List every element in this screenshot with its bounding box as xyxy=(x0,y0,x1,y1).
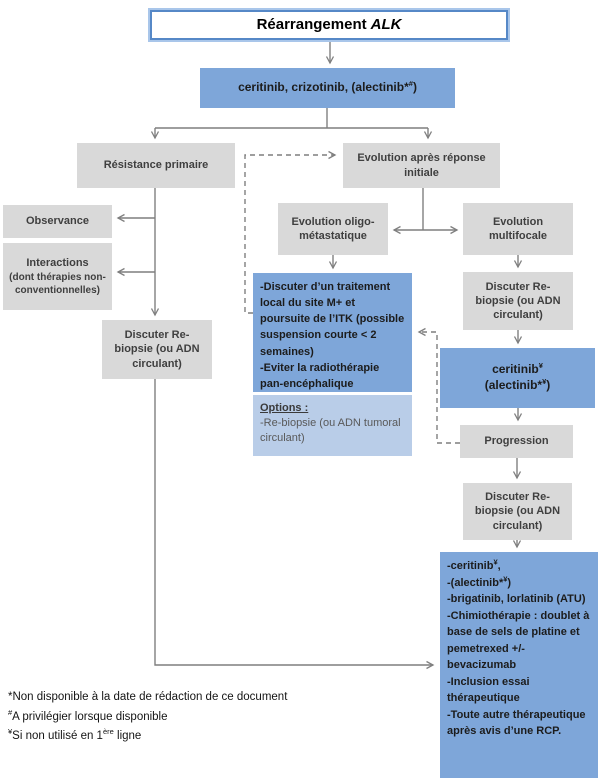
final-l2-post: ) xyxy=(507,576,512,589)
box-local-treatment: -Discuter d’un traitement local du site … xyxy=(253,273,412,392)
title-text: Réarrangement xyxy=(256,16,367,34)
local-treatment-line-1: -Discuter d’un traitement local du site … xyxy=(260,281,405,358)
local-treatment-line-2: -Eviter la radiothérapie pan-encéphaliqu… xyxy=(260,361,380,390)
first-line-sup: # xyxy=(408,79,413,89)
primary-resistance-label: Résistance primaire xyxy=(103,159,209,172)
observance-label: Observance xyxy=(26,215,89,228)
title-gene-alk: ALK xyxy=(370,16,402,34)
ceritinib-l1: ceritinib xyxy=(492,362,539,377)
final-line-brigatinib: -brigatinib, lorlatinib (ATU) xyxy=(447,593,586,605)
options-title: Options : xyxy=(260,402,309,414)
box-first-line-treatment: ceritinib, crizotinib, (alectinib*#) xyxy=(200,68,455,108)
final-line-rcp: -Toute autre thérapeutique après avis d’… xyxy=(447,708,586,738)
box-final-treatment-options: -ceritinib¥, -(alectinib*¥) -brigatinib,… xyxy=(440,552,598,778)
box-evolution-after-response: Evolution après réponse initiale xyxy=(343,143,500,188)
footnote-3-sup2: ère xyxy=(102,727,114,737)
interactions-detail: (dont thérapies non-conventionnelles) xyxy=(9,271,106,296)
footnote-2-text: A privilégier lorsque disponible xyxy=(12,710,168,723)
ceritinib-l1-sup: ¥ xyxy=(538,361,543,371)
box-rebiopsy-right-2: Discuter Re-biopsie (ou ADN circulant) xyxy=(463,483,572,540)
progression-label: Progression xyxy=(484,435,549,448)
rebiopsy-left-label: Discuter Re-biopsie (ou ADN circulant) xyxy=(114,329,200,370)
box-options: Options : -Re-biopsie (ou ADN tumoral ci… xyxy=(253,395,412,456)
final-l2-pre: -(alectinib* xyxy=(447,576,504,589)
footnotes: *Non disponible à la date de rédaction d… xyxy=(8,688,368,747)
ceritinib-line-1: ceritinib¥ xyxy=(492,362,543,378)
footnote-3: ¥Si non utilisé en 1ère ligne xyxy=(8,727,368,747)
footnote-2-sup: # xyxy=(8,707,13,717)
final-line-alectinib: -(alectinib*¥) xyxy=(447,575,511,592)
final-line-ceritinib: -ceritinib¥, xyxy=(447,558,501,575)
ceritinib-l2: (alectinib* xyxy=(484,378,543,392)
connector-dashed-local-to-evolution xyxy=(244,150,337,314)
first-line-pre: ceritinib, crizotinib, (alectinib* xyxy=(238,80,409,95)
footnote-3-sup: ¥ xyxy=(8,727,13,737)
rebiopsy-right-1-label: Discuter Re-biopsie (ou ADN circulant) xyxy=(475,280,561,322)
first-line-treatment-label: ceritinib, crizotinib, (alectinib*#) xyxy=(238,80,417,96)
footnote-2: #A privilégier lorsque disponible xyxy=(8,708,368,728)
box-evolution-oligometastatic: Evolution oligo-métastatique xyxy=(278,203,388,255)
options-body: -Re-biopsie (ou ADN tumoral circulant) xyxy=(260,417,401,445)
multifocal-label: Evolution multifocale xyxy=(488,215,548,242)
box-primary-resistance: Résistance primaire xyxy=(77,143,235,188)
ceritinib-line-2: (alectinib*¥) xyxy=(485,378,551,394)
final-l2-sup: ¥ xyxy=(503,573,508,583)
footnote-3-pre: Si non utilisé en 1 xyxy=(12,730,103,743)
interactions-title: Interactions xyxy=(26,257,89,270)
box-rebiopsy-left: Discuter Re-biopsie (ou ADN circulant) xyxy=(102,320,212,379)
final-l1-post: , xyxy=(497,560,501,572)
box-progression: Progression xyxy=(460,425,573,458)
box-evolution-multifocal: Evolution multifocale xyxy=(463,203,573,255)
first-line-post: ) xyxy=(412,80,417,95)
box-ceritinib-second-line: ceritinib¥ (alectinib*¥) xyxy=(440,348,595,408)
ceritinib-l2-post: ) xyxy=(546,378,551,392)
ceritinib-l2-sup: ¥ xyxy=(542,377,547,386)
box-rebiopsy-right-1: Discuter Re-biopsie (ou ADN circulant) xyxy=(463,272,573,330)
connector-rebiopsy-to-final xyxy=(154,379,435,670)
footnote-1: *Non disponible à la date de rédaction d… xyxy=(8,688,368,708)
final-line-chemo: -Chimiothérapie : doublet à base de sels… xyxy=(447,609,590,672)
final-line-trial: -Inclusion essai thérapeutique xyxy=(447,675,530,705)
box-interactions: Interactions (dont thérapies non-convent… xyxy=(3,243,112,310)
connector-dashed-progression-to-local xyxy=(417,327,460,444)
footnote-3-post: ligne xyxy=(113,730,142,743)
oligo-label: Evolution oligo-métastatique xyxy=(291,215,375,242)
rebiopsy-right-2-label: Discuter Re-biopsie (ou ADN circulant) xyxy=(474,491,561,532)
box-observance: Observance xyxy=(3,205,112,238)
final-l1-pre: -ceritinib xyxy=(447,560,494,572)
footnote-1-text: *Non disponible à la date de rédaction d… xyxy=(8,691,288,703)
evolution-after-response-label: Evolution après réponse initiale xyxy=(357,152,486,179)
final-l1-sup: ¥ xyxy=(493,557,498,567)
